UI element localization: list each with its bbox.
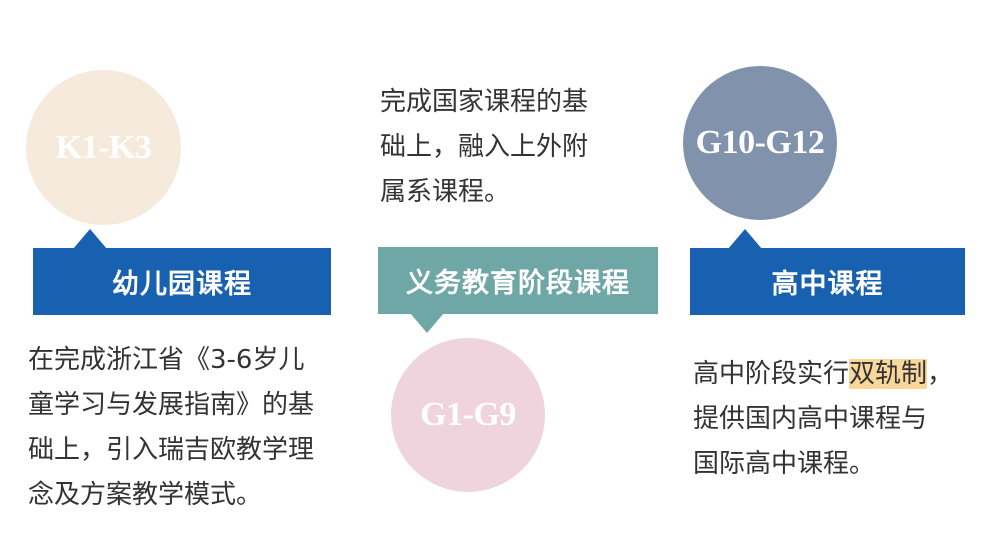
stage-description-high-school: 高中阶段实行双轨制， 提供国内高中课程与 国际高中课程。 [693, 352, 953, 487]
desc-line: 高中阶段实行双轨制， [693, 352, 953, 397]
stage-box-high-school: 高中课程 [690, 248, 965, 315]
highlighted-text: 双轨制 [849, 359, 928, 389]
stage-box-kindergarten: 幼儿园课程 [33, 248, 331, 315]
stage-description-kindergarten: 在完成浙江省《3-6岁儿 童学习与发展指南》的基 础上，引入瑞吉欧教学理 念及方… [28, 338, 314, 518]
stage-title: 义务教育阶段课程 [406, 268, 630, 299]
desc-line: 国际高中课程。 [693, 449, 876, 479]
desc-line: 在完成浙江省《3-6岁儿 [28, 345, 305, 375]
desc-text: ， [927, 359, 954, 389]
pointer-arrow [73, 229, 107, 249]
stage-title: 幼儿园课程 [112, 269, 252, 300]
grade-circle-g10-g12: G10-G12 [683, 66, 837, 220]
pointer-arrow [410, 313, 444, 333]
grade-circle-k1-k3: K1-K3 [26, 70, 181, 225]
desc-line: 属系课程。 [380, 177, 511, 207]
desc-line: 完成国家课程的基 [380, 87, 589, 117]
grade-label: K1-K3 [55, 128, 152, 166]
desc-line: 础上，融入上外附 [380, 132, 589, 162]
desc-text: 高中阶段实行 [693, 359, 850, 389]
desc-line: 础上，引入瑞吉欧教学理 [28, 435, 315, 465]
grade-circle-g1-g9: G1-G9 [391, 338, 545, 492]
stage-description-compulsory: 完成国家课程的基 础上，融入上外附 属系课程。 [380, 80, 588, 215]
stage-box-compulsory: 义务教育阶段课程 [378, 247, 658, 314]
desc-line: 童学习与发展指南》的基 [28, 390, 315, 420]
grade-label: G1-G9 [420, 396, 516, 433]
desc-line: 念及方案教学模式。 [28, 480, 263, 510]
desc-line: 提供国内高中课程与 [693, 404, 928, 434]
grade-label: G10-G12 [695, 124, 825, 161]
stage-title: 高中课程 [771, 269, 884, 300]
pointer-arrow [728, 229, 762, 249]
